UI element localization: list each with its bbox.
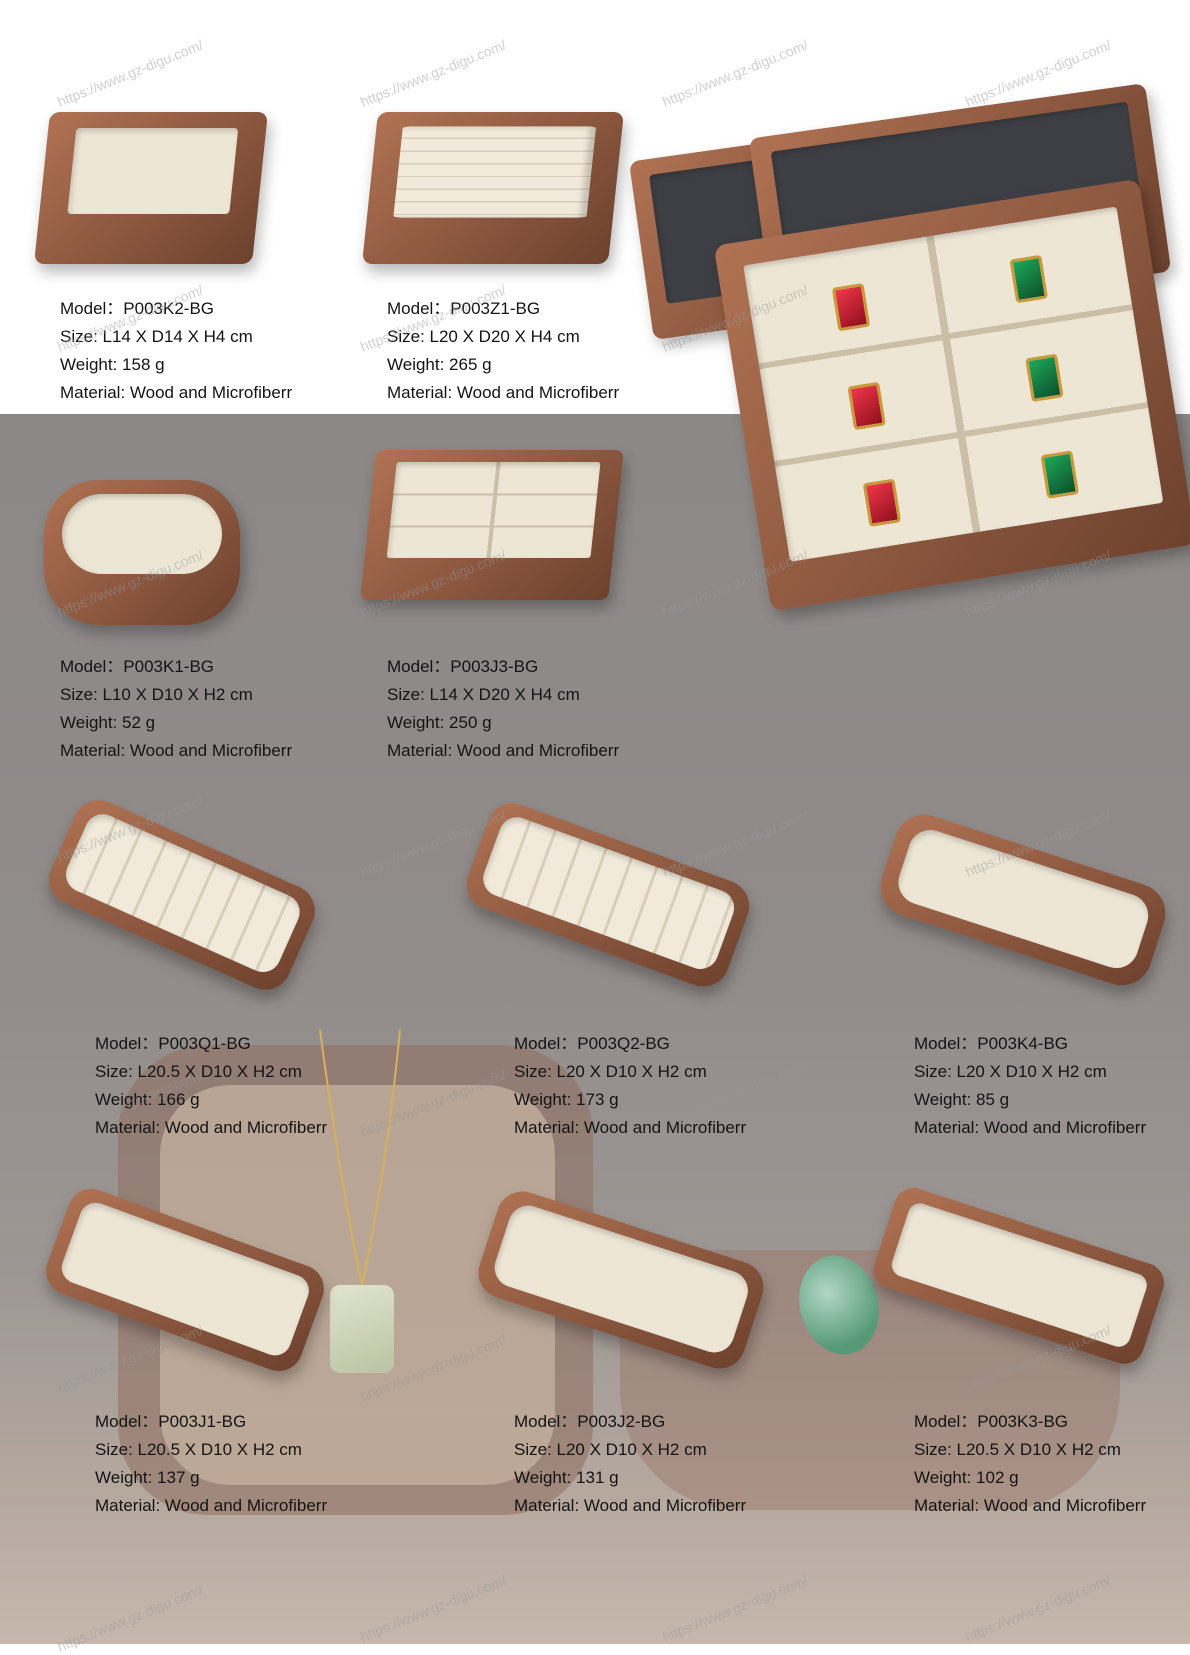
tray-image-p003k1	[44, 480, 240, 625]
necklace-chain-image	[319, 1030, 401, 1286]
size-label: Size: L14 X D14 X H4 cm	[60, 327, 253, 346]
product-spec-p003j1: Model：P003J1-BG Size: L20.5 X D10 X H2 c…	[95, 1408, 327, 1520]
product-spec-p003k2: Model：P003K2-BG Size: L14 X D14 X H4 cm …	[60, 295, 292, 407]
model-label: Model：P003K1-BG	[60, 657, 215, 676]
tray-image-p003k2	[34, 112, 268, 264]
material-label: Material: Wood and Microfiberr	[514, 1118, 747, 1137]
material-label: Material: Wood and Microfiberr	[95, 1118, 328, 1137]
weight-label: Weight: 137 g	[95, 1468, 200, 1487]
product-spec-p003j3: Model：P003J3-BG Size: L14 X D20 X H4 cm …	[387, 653, 619, 765]
red-pendant-icon	[862, 478, 902, 527]
stacked-tray-front	[713, 178, 1190, 612]
material-label: Material: Wood and Microfiberr	[514, 1496, 747, 1515]
model-label: Model：P003J2-BG	[514, 1412, 666, 1431]
red-pendant-icon	[831, 282, 871, 332]
weight-label: Weight: 158 g	[60, 355, 165, 374]
weight-label: Weight: 250 g	[387, 713, 492, 732]
material-label: Material: Wood and Microfiberr	[95, 1496, 328, 1515]
size-label: Size: L20.5 X D10 X H2 cm	[914, 1440, 1121, 1459]
model-label: Model：P003K4-BG	[914, 1034, 1069, 1053]
material-label: Material: Wood and Microfiberr	[914, 1118, 1147, 1137]
model-label: Model：P003K2-BG	[60, 299, 215, 318]
model-label: Model：P003K3-BG	[914, 1412, 1069, 1431]
size-label: Size: L20 X D10 X H2 cm	[514, 1440, 707, 1459]
size-label: Size: L20.5 X D10 X H2 cm	[95, 1440, 302, 1459]
size-label: Size: L20 X D20 X H4 cm	[387, 327, 580, 346]
product-spec-p003k4: Model：P003K4-BG Size: L20 X D10 X H2 cm …	[914, 1030, 1146, 1142]
model-label: Model：P003Q1-BG	[95, 1034, 251, 1053]
material-label: Material: Wood and Microfiberr	[387, 741, 620, 760]
size-label: Size: L20 X D10 X H2 cm	[914, 1062, 1107, 1081]
material-label: Material: Wood and Microfiberr	[60, 383, 293, 402]
material-label: Material: Wood and Microfiberr	[387, 383, 620, 402]
weight-label: Weight: 52 g	[60, 713, 156, 732]
material-label: Material: Wood and Microfiberr	[914, 1496, 1147, 1515]
weight-label: Weight: 131 g	[514, 1468, 619, 1487]
model-label: Model：P003J1-BG	[95, 1412, 247, 1431]
size-label: Size: L10 X D10 X H2 cm	[60, 685, 253, 704]
weight-label: Weight: 173 g	[514, 1090, 619, 1109]
weight-label: Weight: 102 g	[914, 1468, 1019, 1487]
product-spec-p003k1: Model：P003K1-BG Size: L10 X D10 X H2 cm …	[60, 653, 292, 765]
product-spec-p003j2: Model：P003J2-BG Size: L20 X D10 X H2 cm …	[514, 1408, 746, 1520]
tray-image-p003z1	[362, 112, 624, 264]
model-label: Model：P003Q2-BG	[514, 1034, 670, 1053]
size-label: Size: L20 X D10 X H2 cm	[514, 1062, 707, 1081]
red-pendant-icon	[847, 381, 886, 431]
product-spec-p003q1: Model：P003Q1-BG Size: L20.5 X D10 X H2 c…	[95, 1030, 327, 1142]
product-spec-p003k3: Model：P003K3-BG Size: L20.5 X D10 X H2 c…	[914, 1408, 1146, 1520]
tray-image-p003j3	[360, 450, 624, 600]
green-pendant-icon	[1025, 353, 1064, 403]
size-label: Size: L14 X D20 X H4 cm	[387, 685, 580, 704]
material-label: Material: Wood and Microfiberr	[60, 741, 293, 760]
product-spec-p003z1: Model：P003Z1-BG Size: L20 X D20 X H4 cm …	[387, 295, 619, 407]
model-label: Model：P003J3-BG	[387, 657, 539, 676]
weight-label: Weight: 166 g	[95, 1090, 200, 1109]
green-pendant-icon	[1040, 450, 1079, 499]
weight-label: Weight: 265 g	[387, 355, 492, 374]
size-label: Size: L20.5 X D10 X H2 cm	[95, 1062, 302, 1081]
green-pendant-icon	[1009, 254, 1049, 304]
product-spec-p003q2: Model：P003Q2-BG Size: L20 X D10 X H2 cm …	[514, 1030, 746, 1142]
model-label: Model：P003Z1-BG	[387, 299, 541, 318]
jade-pendant-image	[330, 1285, 394, 1373]
weight-label: Weight: 85 g	[914, 1090, 1010, 1109]
